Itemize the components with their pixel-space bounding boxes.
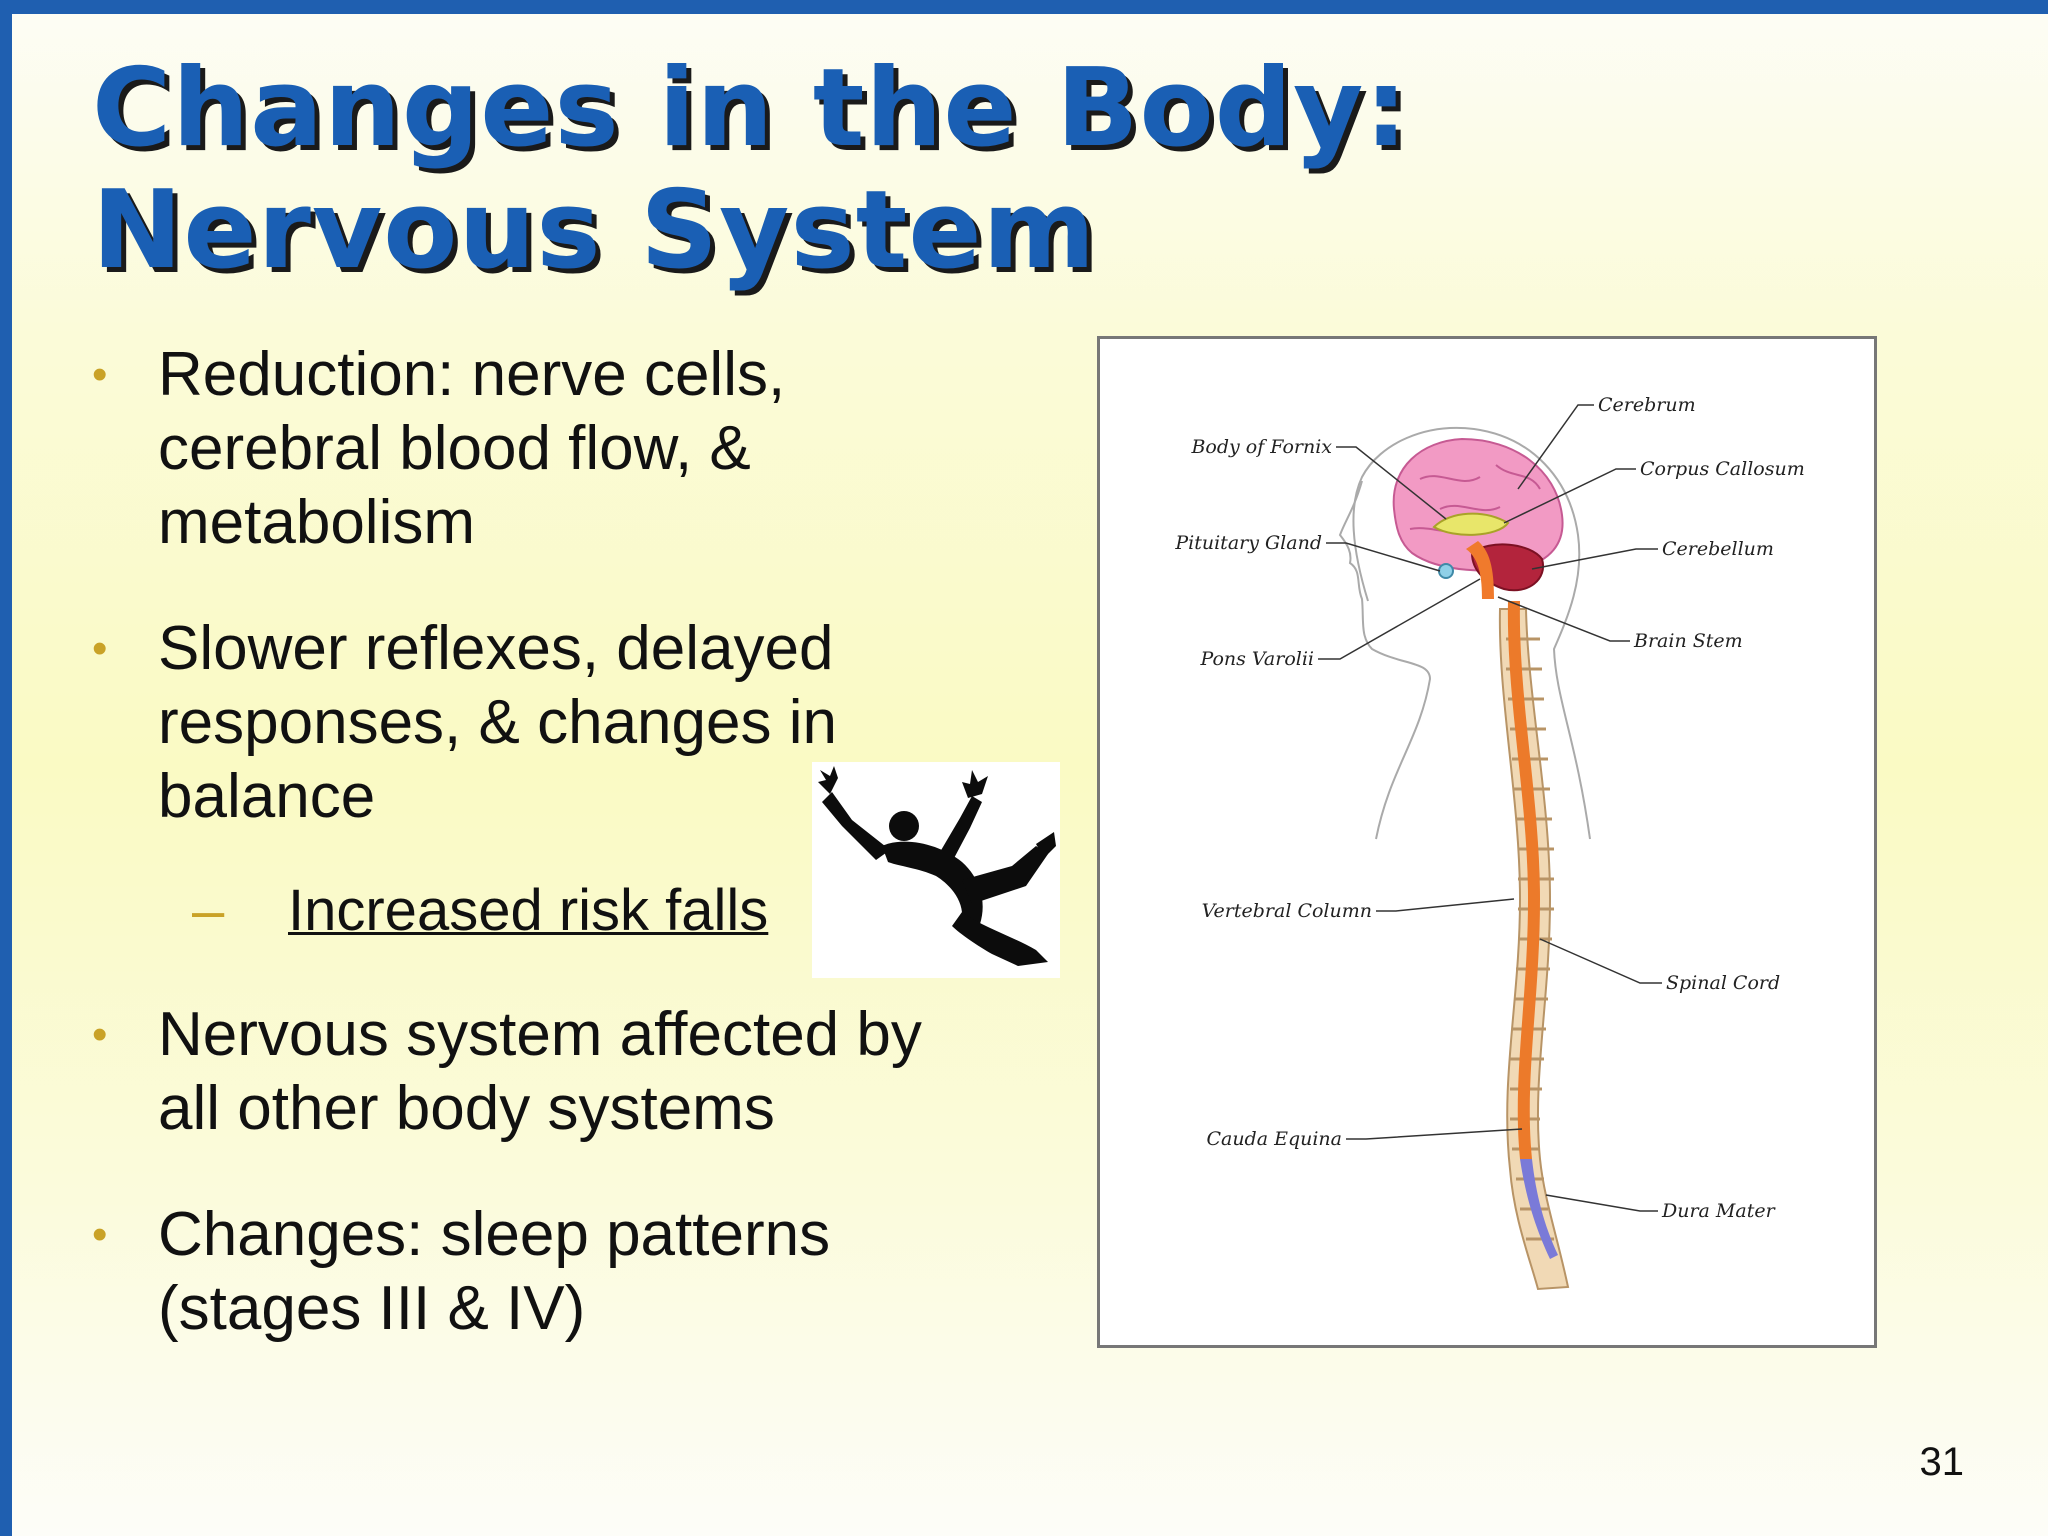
bullet-line: balance — [158, 762, 376, 831]
face-outline — [1338, 480, 1432, 840]
label-body-of-fornix: Body of Fornix — [1190, 436, 1332, 458]
bullet-marker: • — [92, 624, 108, 673]
falling-person-image — [812, 762, 1060, 978]
head-outline — [1352, 427, 1591, 840]
title-line-1: Changes in the Body: — [92, 46, 1409, 171]
bullet-line: cerebral blood flow, & — [158, 414, 751, 483]
bullet-list: • Reduction: nerve cells, cerebral blood… — [92, 338, 1052, 1398]
bullet-item: • Reduction: nerve cells, cerebral blood… — [92, 338, 1052, 560]
falling-person-icon — [818, 766, 1056, 966]
bullet-line: Changes: sleep patterns — [158, 1200, 831, 1269]
sub-bullet-marker: – — [192, 878, 225, 943]
bullet-item: • Slower reflexes, delayed responses, & … — [92, 612, 1052, 834]
brain-folds — [1409, 464, 1541, 533]
left-accent-bar — [0, 0, 12, 1536]
top-accent-bar — [0, 0, 2048, 14]
slide-title: Changes in the Body: Nervous System — [92, 48, 1409, 292]
nervous-system-diagram: Cerebrum Body of Fornix Corpus Callosum … — [1097, 336, 1877, 1348]
bullet-line: Nervous system affected by — [158, 1000, 922, 1069]
bullet-line: Reduction: nerve cells, — [158, 340, 786, 409]
label-cerebrum: Cerebrum — [1598, 394, 1696, 416]
bullet-line: (stages III & IV) — [158, 1274, 586, 1343]
bullet-line: responses, & changes in — [158, 688, 837, 757]
pituitary-shape — [1438, 563, 1454, 579]
label-vertebral-column: Vertebral Column — [1202, 900, 1372, 922]
label-dura-mater: Dura Mater — [1661, 1200, 1777, 1222]
label-pituitary-gland: Pituitary Gland — [1174, 532, 1322, 554]
spinal-cord-shape — [1507, 601, 1540, 1159]
falls-risk-link[interactable]: Increased risk falls — [288, 878, 769, 943]
leader-lines — [1318, 404, 1662, 1212]
title-line-2: Nervous System — [92, 168, 1097, 293]
brain-stem-shape — [1466, 541, 1494, 599]
label-cauda-equina: Cauda Equina — [1206, 1128, 1342, 1150]
sub-bullet-item: – Increased risk falls — [92, 876, 1052, 946]
bullet-line: metabolism — [158, 488, 475, 557]
label-cerebellum: Cerebellum — [1662, 538, 1774, 560]
slide-number: 31 — [1919, 1440, 1965, 1484]
corpus-callosum-shape — [1432, 512, 1510, 536]
bullet-line: Slower reflexes, delayed — [158, 614, 834, 683]
bullet-marker: • — [92, 1210, 108, 1259]
bullet-item: • Nervous system affected by all other b… — [92, 998, 1052, 1146]
dura-mater-shape — [1520, 1159, 1558, 1259]
label-corpus-callosum: Corpus Callosum — [1640, 458, 1805, 480]
label-pons-varolii: Pons Varolii — [1199, 648, 1314, 670]
bullet-marker: • — [92, 1010, 108, 1059]
cerebrum-shape — [1392, 437, 1564, 572]
spine-brain-illustration: Cerebrum Body of Fornix Corpus Callosum … — [1174, 394, 1805, 1291]
bullet-marker: • — [92, 350, 108, 399]
label-brain-stem: Brain Stem — [1633, 630, 1743, 652]
bullet-item: • Changes: sleep patterns (stages III & … — [92, 1198, 1052, 1346]
label-spinal-cord: Spinal Cord — [1666, 972, 1780, 994]
bullet-line: all other body systems — [158, 1074, 775, 1143]
